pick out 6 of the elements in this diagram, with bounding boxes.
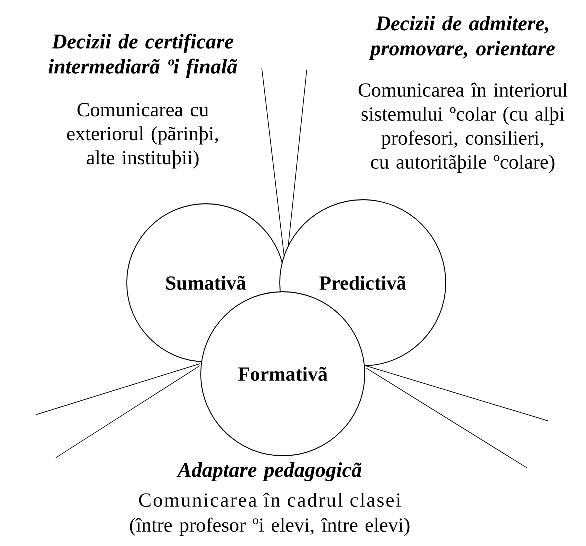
heading-text: Decizii de admitere, promovare, orientare bbox=[369, 16, 555, 60]
heading-text: Decizii de certificare intermediarã ºi finalã bbox=[48, 34, 238, 78]
body-text: (între profesor ºi elevi, între elevi) bbox=[130, 518, 410, 536]
body-text: Comunicarea în interiorul sistemului ºcolar (cu alþi profesori, consilieri, cu autoritãþile ºcolare) bbox=[358, 82, 568, 174]
body-text: Comunicarea cu exteriorul (pãrinþi, alte instituþii) bbox=[67, 103, 218, 169]
body-text: Comunicarea în cadrul clasei bbox=[139, 492, 402, 508]
